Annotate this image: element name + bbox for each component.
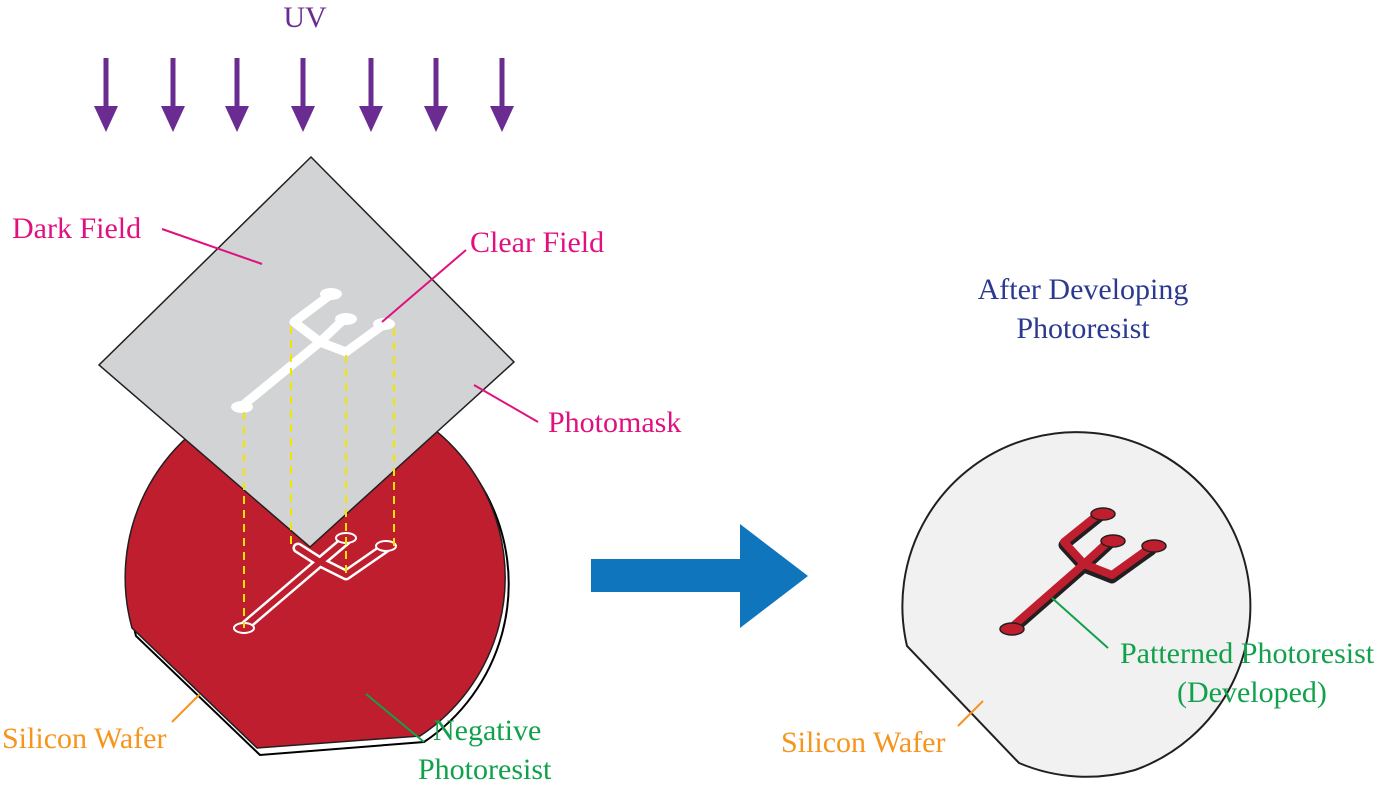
down-arrow-icon — [94, 58, 118, 132]
down-arrow-icon — [225, 58, 249, 132]
dark-field-leader — [161, 228, 263, 265]
down-arrow-icon — [161, 58, 185, 132]
uv-arrows — [94, 58, 514, 132]
patterned-photoresist-leader — [1051, 597, 1109, 649]
silicon-wafer-left-label: Silicon Wafer — [2, 722, 167, 755]
silicon-wafer-right — [901, 431, 1252, 778]
developed-photoresist-pattern — [999, 507, 1167, 636]
after-developing-label-line1: After Developing — [978, 273, 1189, 306]
clear-field-pattern — [237, 290, 388, 411]
photomask-label: Photomask — [548, 406, 681, 439]
clear-field-ports — [231, 288, 395, 413]
silicon-wafer-right-label: Silicon Wafer — [781, 726, 946, 759]
uv-label: UV — [283, 1, 327, 34]
after-developing-label-line2: Photoresist — [1016, 312, 1150, 345]
down-arrow-icon — [359, 58, 383, 132]
down-arrow-icon — [424, 58, 448, 132]
patterned-photoresist-label-line1: Patterned Photoresist — [1120, 637, 1375, 670]
down-arrow-icon — [291, 58, 315, 132]
negative-photoresist-label-line1: Negative — [433, 714, 541, 747]
down-arrow-icon — [490, 58, 514, 132]
photomask-leader — [473, 384, 539, 423]
negative-photoresist-label-line2: Photoresist — [418, 753, 552, 786]
right-arrow-icon — [591, 524, 808, 628]
projected-channel-pattern-inner — [241, 537, 388, 630]
dark-field-label: Dark Field — [12, 212, 141, 245]
clear-field-leader — [381, 249, 467, 323]
clear-field-label: Clear Field — [470, 226, 604, 259]
patterned-photoresist-label-line2: (Developed) — [1177, 676, 1327, 709]
silicon-wafer-right-leader — [957, 700, 984, 727]
projection-lines — [243, 326, 395, 628]
negative-photoresist-leader — [365, 693, 425, 743]
silicon-wafer-left-leader — [171, 693, 201, 723]
